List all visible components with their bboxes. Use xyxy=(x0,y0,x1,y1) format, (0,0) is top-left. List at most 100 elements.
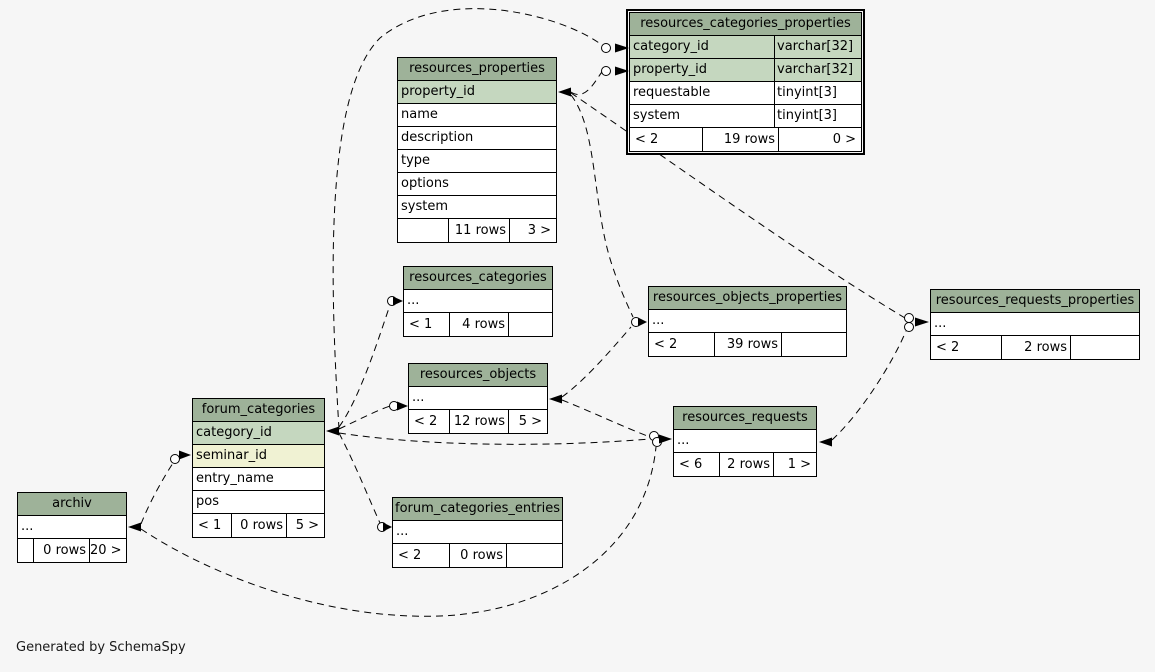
ellipsis-label: ... xyxy=(21,519,34,534)
child-connectors xyxy=(170,43,929,532)
child-count xyxy=(508,313,552,336)
collapsed-columns-row: ... xyxy=(393,521,562,543)
row-count: 0 rows xyxy=(231,514,286,537)
child-count: 5 > xyxy=(286,514,324,537)
row-count: 19 rows xyxy=(702,128,778,151)
column-name: requestable xyxy=(633,85,711,100)
parent-count: < 2 xyxy=(398,548,422,563)
column-name: category_id xyxy=(196,425,272,440)
column-name: type xyxy=(401,153,431,168)
parent-count: < 2 xyxy=(635,132,659,147)
table-resources_objects_properties[interactable]: resources_objects_properties... < 2 39 row… xyxy=(648,286,847,357)
row-count: 11 rows xyxy=(448,219,509,242)
ellipsis-label: ... xyxy=(396,524,409,539)
row-count: 12 rows xyxy=(449,410,508,433)
row-count: 4 rows xyxy=(449,313,508,336)
table-title: resources_requests xyxy=(674,407,816,430)
table-title: resources_categories_properties xyxy=(630,13,861,36)
column-row-options: options xyxy=(398,172,556,195)
table-title: resources_categories xyxy=(404,267,552,290)
column-type: tinyint[3] xyxy=(774,105,861,127)
table-footer: < 2 2 rows xyxy=(931,335,1139,359)
child-count: 5 > xyxy=(508,410,547,433)
parent-count: < 2 xyxy=(414,414,438,429)
table-title: resources_properties xyxy=(398,58,556,81)
table-title: archiv xyxy=(18,493,126,516)
ellipsis-label: ... xyxy=(652,313,665,328)
column-name: seminar_id xyxy=(196,448,267,463)
column-name: property_id xyxy=(401,84,476,99)
table-title: resources_objects xyxy=(409,364,547,387)
parent-count: < 1 xyxy=(198,518,222,533)
row-count: 39 rows xyxy=(714,333,781,356)
column-type: varchar[32] xyxy=(774,36,861,58)
column-name: pos xyxy=(196,494,219,509)
collapsed-columns-row: ... xyxy=(404,290,552,312)
table-resources_requests_properties[interactable]: resources_requests_properties... < 2 2 row… xyxy=(930,289,1140,360)
column-name: options xyxy=(401,176,449,191)
column-row-requestable: requestable tinyint[3] xyxy=(630,81,861,104)
column-row-description: description xyxy=(398,126,556,149)
column-row-property_id: property_id xyxy=(398,81,556,103)
table-forum_categories_entries[interactable]: forum_categories_entries... < 2 0 rows xyxy=(392,497,563,568)
table-title: resources_requests_properties xyxy=(931,290,1139,313)
ellipsis-label: ... xyxy=(934,316,947,331)
table-footer: < 1 4 rows xyxy=(404,312,552,336)
child-count xyxy=(506,544,562,567)
collapsed-columns-row: ... xyxy=(674,430,816,452)
column-row-entry_name: entry_name xyxy=(193,467,324,490)
parent-count: < 6 xyxy=(679,457,703,472)
relationship-line xyxy=(140,8,907,617)
column-type: tinyint[3] xyxy=(774,82,861,104)
parent-arrowheads xyxy=(128,87,832,532)
child-count: 3 > xyxy=(509,219,556,242)
table-title: resources_objects_properties xyxy=(649,287,846,310)
table-footer: < 2 0 rows xyxy=(393,543,562,567)
column-row-type: type xyxy=(398,149,556,172)
row-count: 0 rows xyxy=(449,544,506,567)
child-count xyxy=(1070,336,1139,359)
parent-count xyxy=(398,219,448,242)
schemaspy-credit: Generated by SchemaSpy xyxy=(16,640,186,655)
collapsed-columns-row: ... xyxy=(931,313,1139,335)
ellipsis-label: ... xyxy=(407,293,420,308)
parent-count: < 1 xyxy=(409,317,433,332)
collapsed-columns-row: ... xyxy=(18,516,126,538)
child-count: 1 > xyxy=(773,453,816,476)
column-row-system: system xyxy=(398,195,556,218)
column-row-category_id: category_id xyxy=(193,422,324,444)
table-footer: < 2 39 rows xyxy=(649,332,846,356)
column-name: system xyxy=(633,108,680,123)
column-name: property_id xyxy=(633,62,708,77)
collapsed-columns-row: ... xyxy=(649,310,846,332)
column-row-name: name xyxy=(398,103,556,126)
ellipsis-label: ... xyxy=(677,433,690,448)
column-row-system: system tinyint[3] xyxy=(630,104,861,127)
collapsed-columns-row: ... xyxy=(409,387,547,409)
column-name: name xyxy=(401,107,438,122)
row-count: 2 rows xyxy=(1001,336,1070,359)
parent-count: < 2 xyxy=(654,337,678,352)
column-row-seminar_id: seminar_id xyxy=(193,444,324,467)
parent-count xyxy=(18,539,33,562)
row-count: 0 rows xyxy=(33,539,89,562)
column-row-pos: pos xyxy=(193,490,324,513)
parent-count: < 2 xyxy=(936,340,960,355)
child-count: 20 > xyxy=(89,539,126,562)
table-resources_categories[interactable]: resources_categories... < 1 4 rows xyxy=(403,266,553,337)
table-title: forum_categories_entries xyxy=(393,498,562,521)
